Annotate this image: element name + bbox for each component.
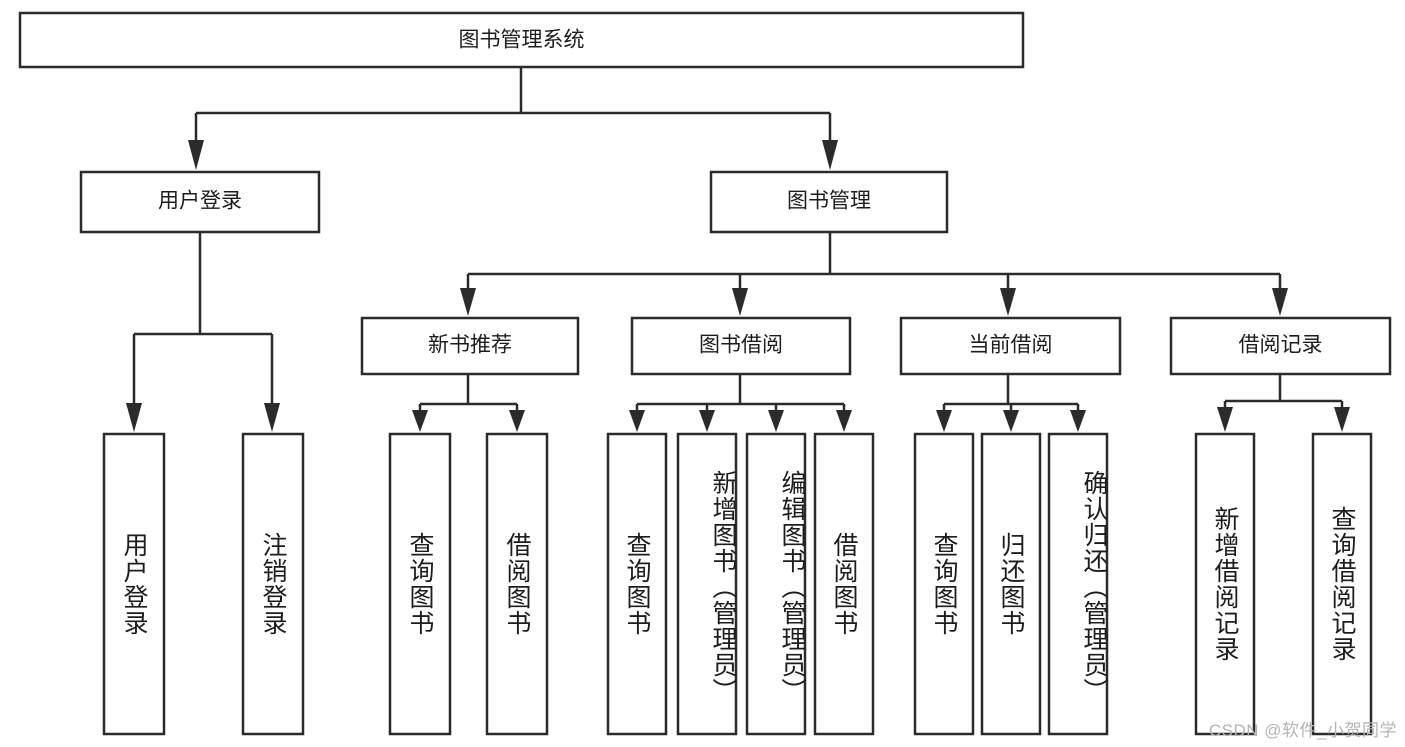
node-book-borrow-label: 图书借阅 bbox=[699, 334, 783, 357]
node-book-management-label: 图书管理 bbox=[787, 190, 871, 213]
node-new-book-recommend[interactable]: 新书推荐 bbox=[360, 316, 580, 376]
node-book-management[interactable]: 图书管理 bbox=[709, 170, 949, 234]
arrow-head-leaf-return-book bbox=[1003, 410, 1019, 432]
arrow-head-borrow-record bbox=[1272, 288, 1288, 316]
node-borrow-record-label: 借阅记录 bbox=[1239, 334, 1323, 357]
leaf-confirm-return-admin-rect[interactable] bbox=[1047, 432, 1109, 736]
arrow-head-leaf-add-book-admin bbox=[699, 410, 715, 432]
arrow-head-new-book-recommend bbox=[460, 288, 476, 316]
leaf-query-book-borrow-rect[interactable] bbox=[606, 432, 668, 736]
node-current-borrow-rect[interactable] bbox=[899, 316, 1122, 376]
arrow-head-current-borrow bbox=[1000, 288, 1016, 316]
connector-userlogin-to-leaves bbox=[126, 232, 280, 432]
node-book-management-rect[interactable] bbox=[709, 170, 949, 234]
node-root-label: 图书管理系统 bbox=[459, 29, 585, 52]
node-book-borrow-rect[interactable] bbox=[630, 316, 852, 376]
arrow-head-user-login bbox=[188, 140, 204, 170]
arrow-head-leaf-user-login bbox=[126, 403, 142, 432]
leaf-edit-book-admin-rect[interactable] bbox=[745, 432, 807, 736]
connector-borrowrecord-to-leaves bbox=[1217, 374, 1350, 432]
arrow-head-leaf-borrow-book bbox=[836, 410, 852, 432]
node-new-book-recommend-rect[interactable] bbox=[360, 316, 580, 376]
arrow-head-leaf-query-borrow-record bbox=[1334, 407, 1350, 432]
leaf-add-borrow-record-rect[interactable] bbox=[1194, 432, 1256, 736]
node-user-login[interactable]: 用户登录 bbox=[79, 170, 321, 234]
node-new-book-recommend-label: 新书推荐 bbox=[428, 334, 512, 357]
leaf-query-borrow-record-rect[interactable] bbox=[1311, 432, 1373, 736]
leaf-user-login-rect[interactable] bbox=[102, 432, 166, 736]
leaf-borrow-book-recommend-rect[interactable] bbox=[485, 432, 549, 736]
leaf-add-book-admin-rect[interactable] bbox=[676, 432, 738, 736]
arrow-head-leaf-logout bbox=[264, 403, 280, 432]
arrow-head-leaf-query-book-borrow bbox=[629, 410, 645, 432]
leaf-return-book-rect[interactable] bbox=[980, 432, 1042, 736]
arrow-head-leaf-query-book-recommend bbox=[412, 410, 428, 432]
arrow-head-leaf-borrow-book-recommend bbox=[509, 410, 525, 432]
leaf-logout-rect[interactable] bbox=[241, 432, 305, 736]
connector-recommend-to-leaves bbox=[412, 374, 525, 432]
node-user-login-rect[interactable] bbox=[79, 170, 321, 234]
arrow-head-book-management bbox=[822, 140, 838, 170]
node-borrow-record-rect[interactable] bbox=[1169, 316, 1392, 376]
leaf-borrow-book-rect[interactable] bbox=[813, 432, 875, 736]
arrow-head-book-borrow bbox=[732, 288, 748, 316]
connector-bookborrow-to-leaves bbox=[629, 374, 852, 432]
node-root[interactable]: 图书管理系统 bbox=[18, 11, 1025, 69]
leaf-rects bbox=[102, 432, 1373, 736]
connector-bookmgmt-to-level2 bbox=[460, 232, 1288, 316]
arrow-head-leaf-add-borrow-record bbox=[1217, 407, 1233, 432]
leaf-query-book-recommend-rect[interactable] bbox=[388, 432, 452, 736]
leaf-query-book-current-rect[interactable] bbox=[913, 432, 975, 736]
node-borrow-record[interactable]: 借阅记录 bbox=[1169, 316, 1392, 376]
arrow-head-leaf-confirm-return-admin bbox=[1070, 410, 1086, 432]
connector-root-to-level1 bbox=[188, 67, 838, 170]
node-root-rect[interactable] bbox=[18, 11, 1025, 69]
node-book-borrow[interactable]: 图书借阅 bbox=[630, 316, 852, 376]
arrow-head-leaf-edit-book-admin bbox=[768, 410, 784, 432]
node-current-borrow-label: 当前借阅 bbox=[969, 334, 1053, 357]
connector-currentborrow-to-leaves bbox=[936, 374, 1086, 432]
node-current-borrow[interactable]: 当前借阅 bbox=[899, 316, 1122, 376]
arrow-head-leaf-query-book-current bbox=[936, 410, 952, 432]
node-user-login-label: 用户登录 bbox=[158, 190, 242, 213]
watermark: CSDN @软件_小贺同学 bbox=[1208, 721, 1397, 740]
